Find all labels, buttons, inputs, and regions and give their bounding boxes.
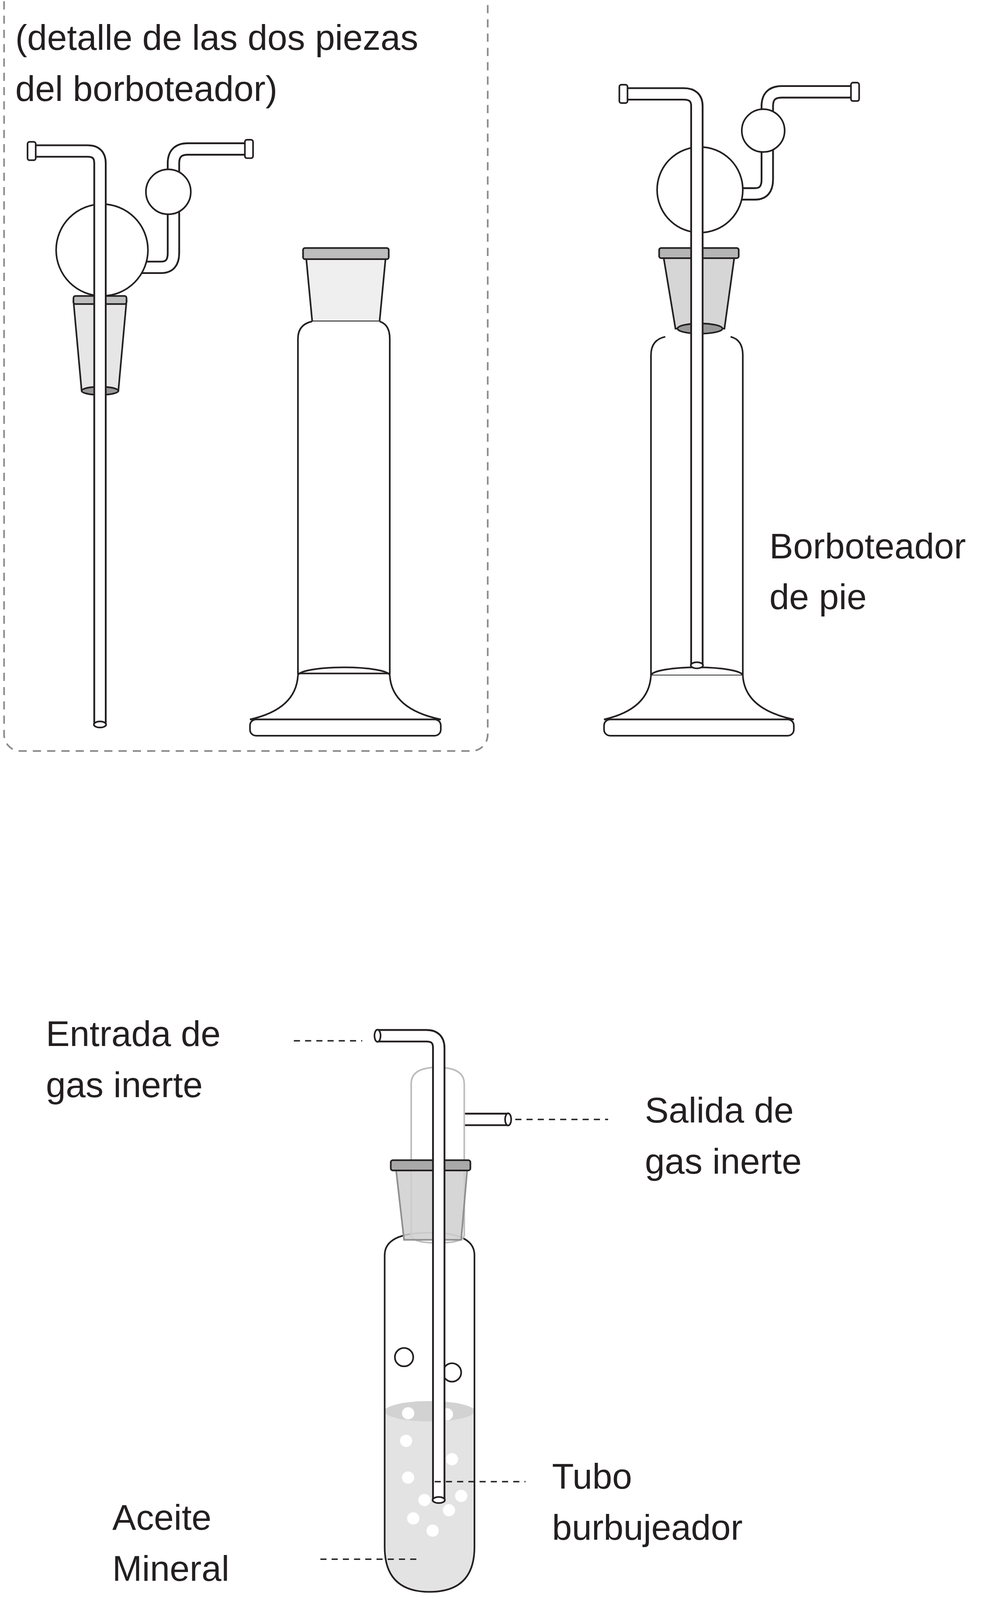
- standing-bubbler: [604, 82, 860, 736]
- oil-bubbler: [374, 1029, 512, 1593]
- bubbler-head: [27, 139, 253, 728]
- label: Tubo burbujeador: [551, 1450, 785, 1554]
- label: Aceite Mineral: [112, 1492, 276, 1595]
- label: Borboteador de pie: [769, 520, 1001, 623]
- bubbler-bottle: [249, 248, 441, 736]
- label: Entrada de gas inerte: [45, 1007, 271, 1111]
- label: (detalle de las dos piezas del borbotead…: [15, 12, 450, 115]
- label: Salida de gas inerte: [644, 1084, 855, 1188]
- detail-frame: [3, 0, 488, 752]
